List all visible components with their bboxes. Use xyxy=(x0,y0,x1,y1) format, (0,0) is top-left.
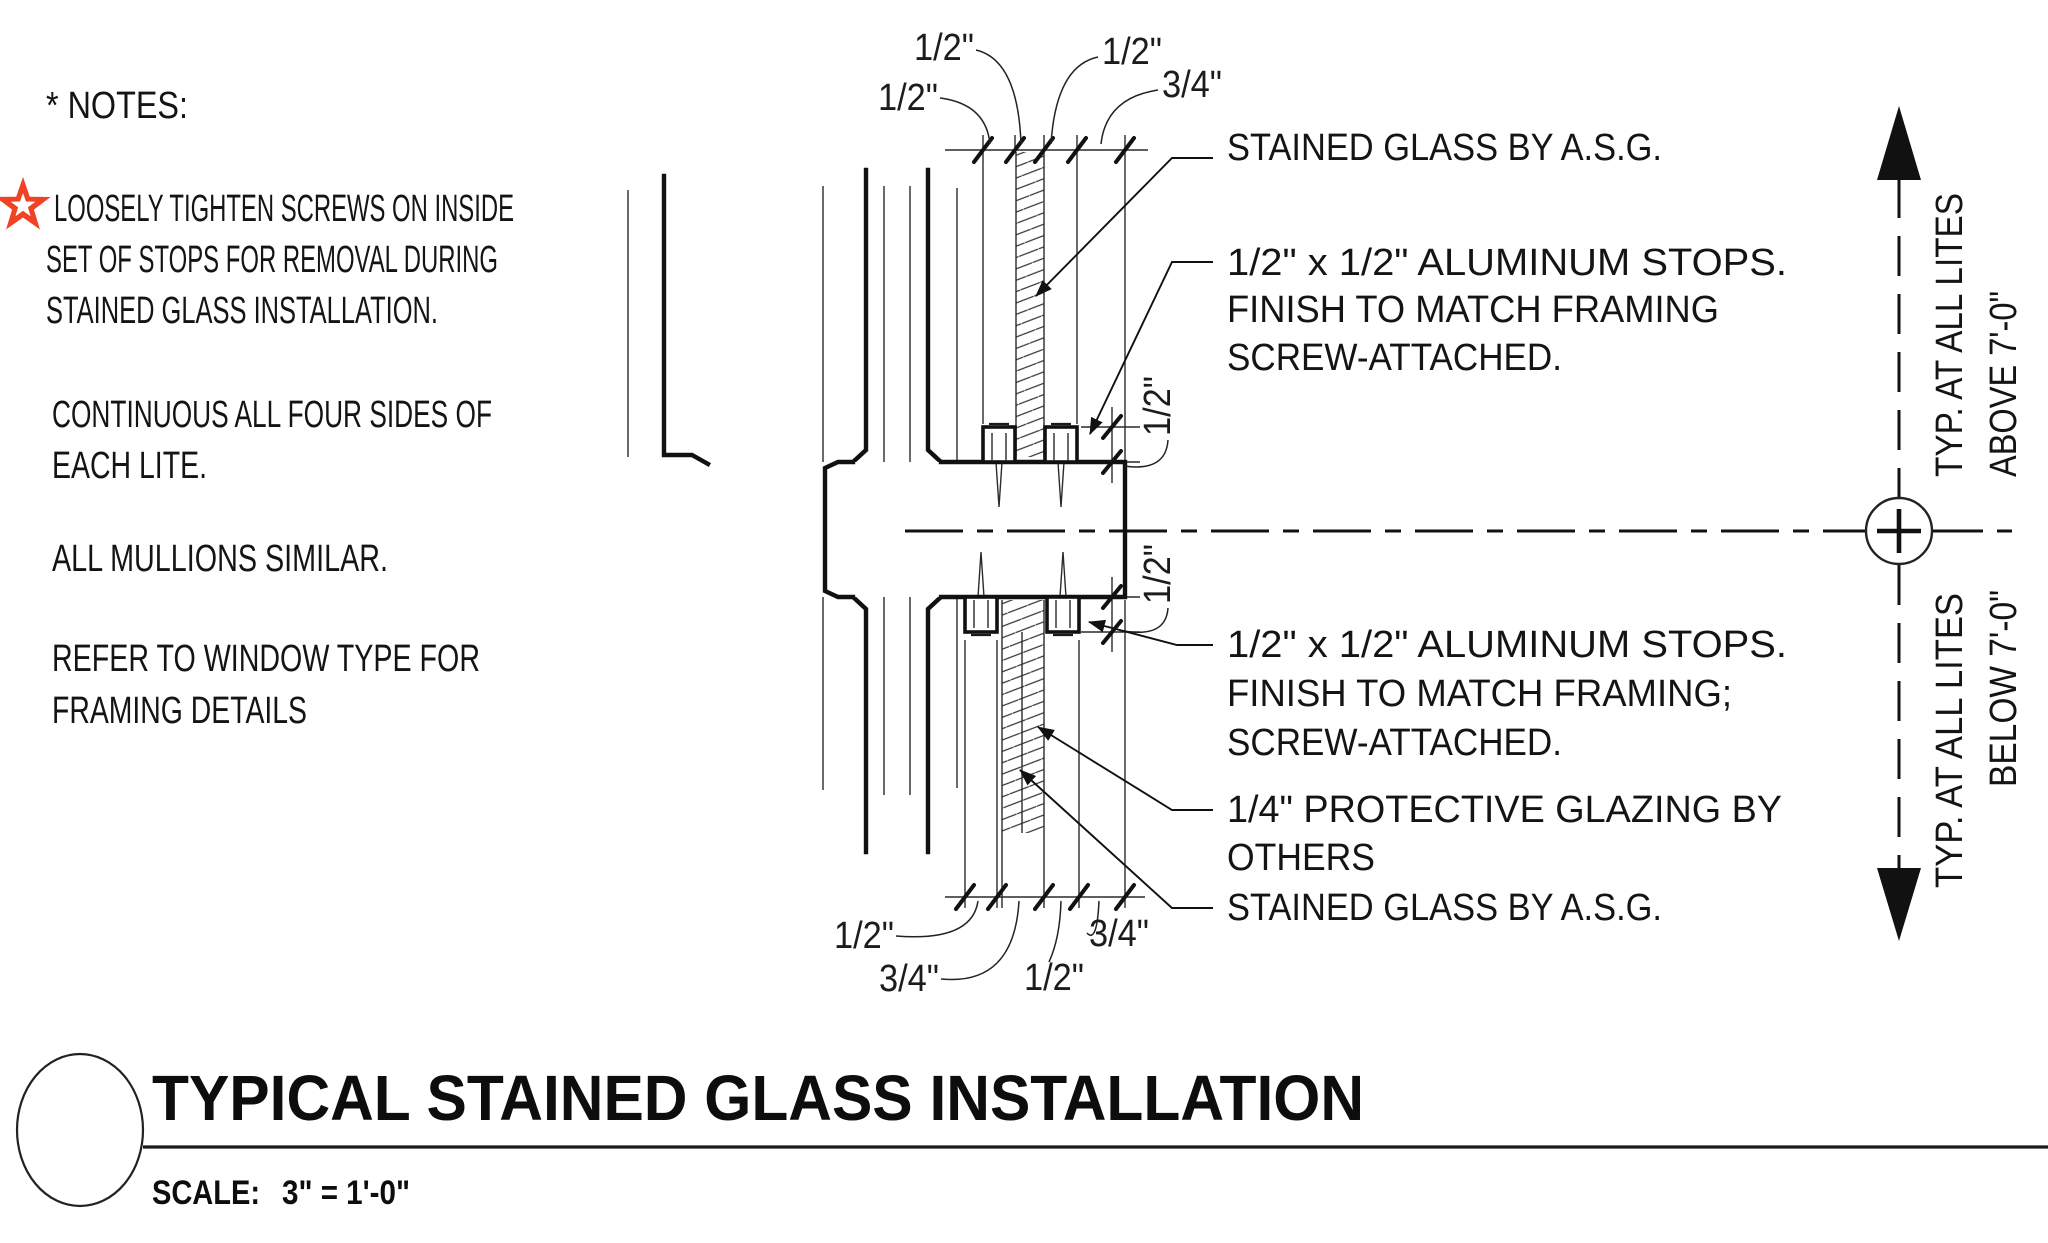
centerline-target-icon xyxy=(1864,496,1934,566)
section-label-above-line1: TYP. AT ALL LITES xyxy=(1929,193,1971,477)
aluminum-stop-bottom-right xyxy=(1045,551,1081,637)
stained-glass-top-pane-edges xyxy=(1015,152,1045,457)
note2-line2: EACH LITE. xyxy=(52,445,207,487)
glazing-bottom-pane-edges xyxy=(1001,600,1045,908)
callout-stops-top-line1: 1/2" x 1/2" ALUMINUM STOPS. xyxy=(1227,242,1787,284)
aluminum-stop-top-right xyxy=(1043,422,1079,508)
dim-label-side-top: 1/2" xyxy=(1137,376,1179,436)
section-arrow-down-icon xyxy=(1877,868,1921,941)
notes-heading: * NOTES: xyxy=(46,85,188,127)
dim-leaders-top xyxy=(939,49,1159,145)
extension-lines-bottom xyxy=(964,600,1126,908)
dim-label-top-2: 1/2" xyxy=(914,27,974,69)
dim-ticks-bottom xyxy=(954,883,1136,911)
glazing-bottom-panes xyxy=(1002,600,1044,833)
dim-label-side-bottom: 1/2" xyxy=(1137,544,1179,604)
callout-leader-stained-top xyxy=(1035,157,1213,297)
callout-protective-glazing-line1: 1/4" PROTECTIVE GLAZING BY xyxy=(1227,789,1782,831)
callout-stops-top-line3: SCREW-ATTACHED. xyxy=(1227,337,1562,379)
note1-line1: LOOSELY TIGHTEN SCREWS ON INSIDE xyxy=(54,188,514,230)
section-label-above-line2: ABOVE 7'-0" xyxy=(1983,291,2025,477)
callout-leader-stops-bottom xyxy=(1087,619,1213,646)
callout-stained-glass-top: STAINED GLASS BY A.S.G. xyxy=(1227,127,1662,169)
side-dim-top xyxy=(1081,407,1169,483)
callout-stained-glass-bottom: STAINED GLASS BY A.S.G. xyxy=(1227,887,1662,929)
aluminum-stop-bottom-left xyxy=(963,551,999,637)
callout-leader-protective-glazing xyxy=(1037,726,1213,811)
dim-label-bottom-4: 3/4" xyxy=(1089,913,1149,955)
mullion-fill xyxy=(825,462,1125,597)
frame-lines-lower xyxy=(822,571,958,855)
dim-ticks-top xyxy=(972,136,1136,164)
note3-line1: ALL MULLIONS SIMILAR. xyxy=(52,538,388,580)
dim-leaders-bottom xyxy=(895,900,1100,981)
jamb-line-upper-heavy xyxy=(661,173,711,467)
callout-leader-stained-bottom xyxy=(1019,769,1213,909)
dim-label-top-3: 1/2" xyxy=(1102,31,1162,73)
detail-reference-circle xyxy=(15,1052,145,1208)
callout-protective-glazing-line2: OTHERS xyxy=(1227,837,1375,879)
scale-label: SCALE: xyxy=(152,1174,260,1212)
dim-label-bottom-1: 1/2" xyxy=(834,915,894,957)
scale-value: 3" = 1'-0" xyxy=(282,1174,410,1212)
note1-line2: SET OF STOPS FOR REMOVAL DURING xyxy=(46,239,498,281)
dim-label-top-1: 1/2" xyxy=(878,77,938,119)
callout-stops-top-line2: FINISH TO MATCH FRAMING xyxy=(1227,289,1719,331)
aluminum-stop-top-left xyxy=(981,422,1017,508)
note4-line2: FRAMING DETAILS xyxy=(52,690,307,732)
frame-lines-upper xyxy=(822,167,958,488)
callout-stops-bottom-line3: SCREW-ATTACHED. xyxy=(1227,722,1562,764)
dim-label-top-4: 3/4" xyxy=(1162,64,1222,106)
revision-star-inner-icon xyxy=(10,193,36,217)
callout-stops-bottom-line1: 1/2" x 1/2" ALUMINUM STOPS. xyxy=(1227,624,1787,666)
stained-glass-top-pane xyxy=(1016,152,1044,457)
section-arrow-up-icon xyxy=(1877,106,1921,180)
extension-lines-top xyxy=(982,135,1126,460)
note1-line3: STAINED GLASS INSTALLATION. xyxy=(46,290,438,332)
note4-line1: REFER TO WINDOW TYPE FOR xyxy=(52,638,480,680)
note2-line1: CONTINUOUS ALL FOUR SIDES OF xyxy=(52,394,492,436)
callout-stops-bottom-line2: FINISH TO MATCH FRAMING; xyxy=(1227,673,1732,715)
dim-label-bottom-3: 1/2" xyxy=(1024,957,1084,999)
drawing-title: TYPICAL STAINED GLASS INSTALLATION xyxy=(152,1062,1364,1134)
callout-leader-stops-top xyxy=(1089,261,1213,435)
dim-label-bottom-2: 3/4" xyxy=(879,958,939,1000)
section-label-below-line2: BELOW 7'-0" xyxy=(1983,590,2025,787)
section-label-below-line1: TYP. AT ALL LITES xyxy=(1929,593,1971,888)
